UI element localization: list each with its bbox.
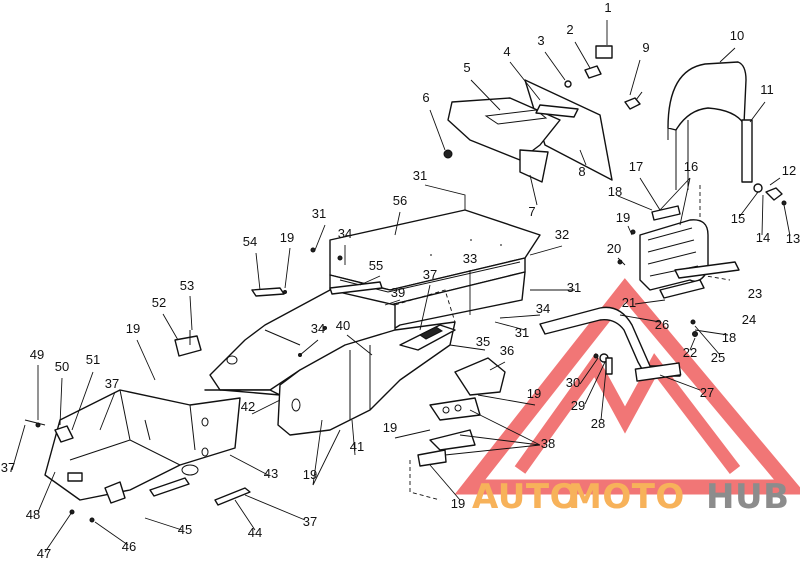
callout-number: 40 <box>336 318 350 333</box>
callout-number: 45 <box>178 522 192 537</box>
callout-number: 32 <box>555 227 569 242</box>
watermark-logo <box>454 278 800 495</box>
small-parts-group <box>174 247 383 357</box>
nose-pan-group <box>24 389 251 523</box>
callout-number: 30 <box>566 375 580 390</box>
callout-number: 42 <box>241 399 255 414</box>
watermark-hub: HUB <box>706 477 789 517</box>
callout-number: 28 <box>591 416 605 431</box>
rear-panel-group <box>443 45 643 183</box>
callout-number: 19 <box>383 420 397 435</box>
watermark-text: AUTO MOTO HUB <box>472 477 789 517</box>
watermark-moto: MOTO <box>568 477 685 517</box>
callout-number: 31 <box>567 280 581 295</box>
callout-number: 19 <box>126 321 140 336</box>
callout-number: 55 <box>369 258 383 273</box>
callout-number: 3 <box>537 33 544 48</box>
callout-number: 5 <box>463 60 470 75</box>
callout-number: 44 <box>248 525 262 540</box>
callout-number: 16 <box>684 159 698 174</box>
callout-number: 18 <box>608 184 622 199</box>
callout-number: 34 <box>311 321 325 336</box>
callout-number: 19 <box>303 467 317 482</box>
callout-number: 18 <box>722 330 736 345</box>
callout-number: 43 <box>264 466 278 481</box>
callout-number: 56 <box>393 193 407 208</box>
callout-number: 50 <box>55 359 69 374</box>
watermark-m-stroke <box>514 352 741 474</box>
callout-number: 31 <box>515 325 529 340</box>
callout-number: 36 <box>500 343 514 358</box>
callout-number: 37 <box>303 514 317 529</box>
callout-number: 31 <box>312 206 326 221</box>
engine-brackets-group <box>409 357 506 501</box>
callout-number: 34 <box>338 226 352 241</box>
callout-number: 2 <box>566 22 573 37</box>
callout-number: 54 <box>243 234 257 249</box>
callout-number: 14 <box>756 230 770 245</box>
callout-number: 23 <box>748 286 762 301</box>
callout-number: 10 <box>730 28 744 43</box>
callout-number: 31 <box>413 168 427 183</box>
callout-number: 38 <box>541 436 555 451</box>
callout-number: 46 <box>122 539 136 554</box>
callout-number: 52 <box>152 295 166 310</box>
callout-number: 27 <box>700 385 714 400</box>
watermark-triangle <box>454 278 800 495</box>
callout-number: 37 <box>423 267 437 282</box>
callout-number: 20 <box>607 241 621 256</box>
callout-number: 26 <box>655 317 669 332</box>
callout-number: 35 <box>476 334 490 349</box>
callout-number: 25 <box>711 350 725 365</box>
tail-rack-group <box>617 205 740 337</box>
leader-lines <box>11 20 791 553</box>
callout-number: 37 <box>105 376 119 391</box>
tunnel-body-group <box>329 209 541 331</box>
callout-number: 8 <box>578 164 585 179</box>
callout-number: 37 <box>1 460 15 475</box>
callout-number: 12 <box>782 163 796 178</box>
callout-number: 6 <box>422 90 429 105</box>
callout-number: 19 <box>451 496 465 511</box>
callout-number: 47 <box>37 546 51 561</box>
callout-number: 48 <box>26 507 40 522</box>
callout-number: 7 <box>528 204 535 219</box>
callout-number: 13 <box>786 231 800 246</box>
callout-number: 4 <box>503 44 510 59</box>
callout-number: 49 <box>30 347 44 362</box>
callout-number: 17 <box>629 159 643 174</box>
front-frame-group <box>277 321 456 436</box>
callout-number: 51 <box>86 352 100 367</box>
callout-number: 39 <box>391 285 405 300</box>
callout-number: 24 <box>742 312 756 327</box>
left-side-panel-group <box>204 289 456 396</box>
callout-number: 21 <box>622 295 636 310</box>
callout-number: 33 <box>463 251 477 266</box>
callout-number: 41 <box>350 439 364 454</box>
callout-number: 22 <box>683 345 697 360</box>
callout-number: 19 <box>527 386 541 401</box>
watermark-auto: AUTO <box>472 477 579 517</box>
callout-number: 53 <box>180 278 194 293</box>
callout-number: 1 <box>604 0 611 15</box>
rear-bumper-group <box>667 61 787 281</box>
callout-number: 19 <box>280 230 294 245</box>
callout-number: 11 <box>760 82 774 97</box>
callout-number: 29 <box>571 398 585 413</box>
callout-number: 19 <box>616 210 630 225</box>
callout-number: 9 <box>642 40 649 55</box>
callout-number: 15 <box>731 211 745 226</box>
callout-number: 34 <box>536 301 550 316</box>
